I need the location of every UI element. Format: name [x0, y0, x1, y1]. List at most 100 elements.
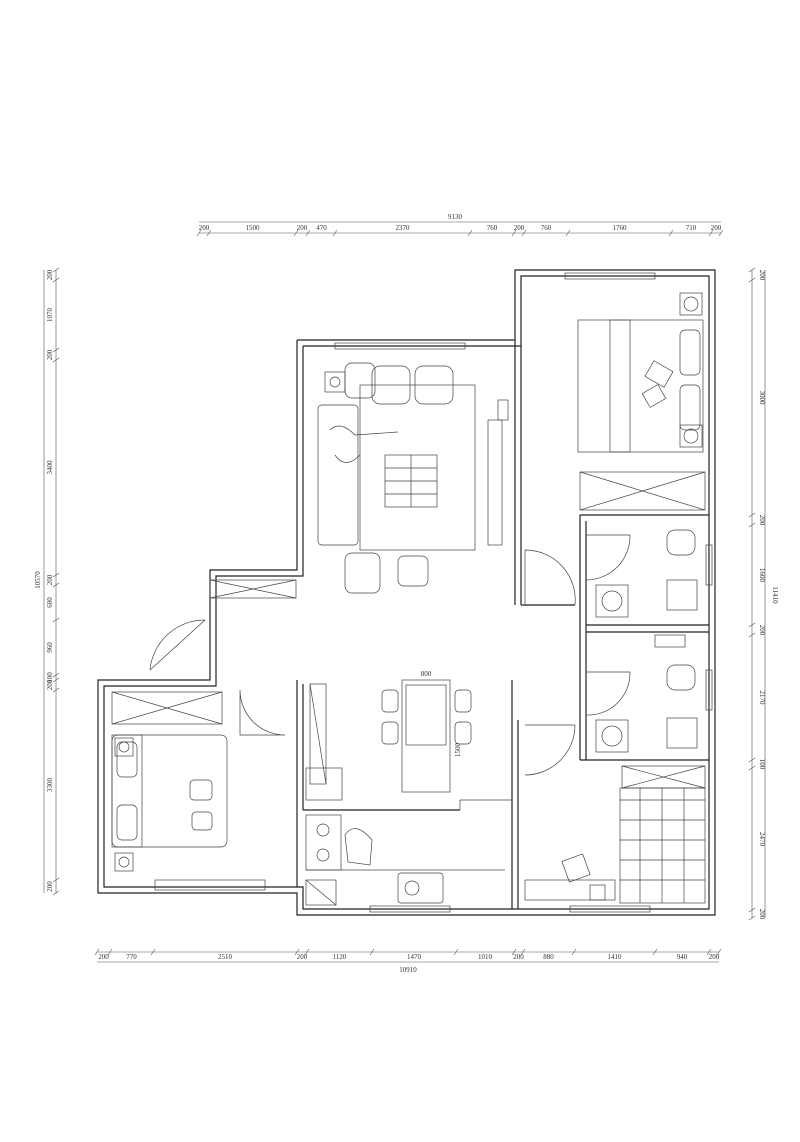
dim-tick	[718, 229, 724, 237]
doors	[149, 534, 631, 776]
dim-label: 3000	[758, 391, 766, 406]
dim-tick	[52, 617, 60, 623]
dim-tick	[369, 948, 375, 956]
dim-tick	[520, 948, 526, 956]
dim-tick	[571, 948, 577, 956]
dim-tick	[748, 765, 756, 771]
dim-tick	[304, 948, 310, 956]
dim-label: 200	[514, 224, 525, 232]
dim-label: 200	[46, 269, 54, 280]
dim-label: 200	[711, 224, 722, 232]
dim-tick	[511, 948, 517, 956]
dim-tick	[748, 915, 756, 921]
dim-label: 1600	[758, 568, 766, 583]
kitchen-furniture	[305, 767, 505, 906]
dim-tick	[521, 229, 527, 237]
dim-label: 680	[46, 597, 54, 608]
dim-tick	[748, 512, 756, 518]
dim-label: 940	[677, 953, 688, 961]
dim-label: 200	[297, 953, 308, 961]
dim-tick	[748, 622, 756, 628]
dim-label: 2510	[218, 953, 233, 961]
dim-label: 200	[199, 224, 210, 232]
dim-tick	[706, 948, 712, 956]
dim-label: 1500	[246, 224, 261, 232]
dim-label: 1070	[46, 308, 54, 323]
wardrobes	[111, 471, 706, 789]
master-bedroom-furniture	[577, 292, 704, 453]
dim-label: 200	[46, 881, 54, 892]
bottom-overall-dim: 10910	[399, 966, 417, 974]
right-dimensions: 11410 200 3000 200 1600 200 2170 100 2470 200	[748, 267, 779, 921]
dim-label: 2170	[758, 691, 766, 706]
dim-label: 100	[758, 759, 766, 770]
left-overall-dim: 10570	[34, 571, 42, 589]
dim-label: 200	[513, 953, 524, 961]
dim-tick	[52, 672, 60, 678]
right-overall-dim: 11410	[771, 586, 779, 604]
dim-tick	[107, 948, 113, 956]
dim-tick	[565, 229, 571, 237]
dim-label: 760	[541, 224, 552, 232]
dim-tick	[748, 277, 756, 283]
dining-width-label: 800	[421, 670, 432, 678]
dim-tick	[467, 229, 473, 237]
dim-tick	[52, 582, 60, 588]
left-dimensions: 10570 2001070200340020068096010020033002…	[34, 267, 60, 896]
dim-tick	[52, 890, 60, 896]
dim-tick	[52, 677, 60, 683]
dim-label: 200	[709, 953, 720, 961]
interior-walls	[296, 340, 709, 909]
dim-label: 710	[686, 224, 697, 232]
dim-tick	[716, 948, 722, 956]
dim-label: 200	[758, 515, 766, 526]
windows	[154, 272, 713, 913]
dim-label: 200	[46, 574, 54, 585]
dim-tick	[652, 948, 658, 956]
dim-tick	[748, 907, 756, 913]
dim-tick	[52, 357, 60, 363]
dim-label: 2470	[758, 832, 766, 847]
dining-depth-label: 1500	[454, 743, 462, 758]
dim-label: 1760	[613, 224, 628, 232]
dim-label: 2370	[396, 224, 411, 232]
dim-tick	[52, 277, 60, 283]
dim-label: 3300	[46, 778, 54, 793]
dining-furniture	[381, 679, 512, 810]
dim-label: 200	[758, 270, 766, 281]
living-room-furniture	[317, 362, 509, 594]
dim-label: 1010	[478, 953, 493, 961]
dim-tick	[748, 632, 756, 638]
dim-label: 470	[316, 224, 327, 232]
dim-tick	[748, 757, 756, 763]
dim-tick	[332, 229, 338, 237]
dim-tick	[206, 229, 212, 237]
dim-tick	[293, 229, 299, 237]
dim-label: 200	[758, 909, 766, 920]
dim-label: 1120	[333, 953, 347, 961]
dim-label: 200	[98, 953, 109, 961]
dim-tick	[150, 948, 156, 956]
top-overall-dim: 9130	[448, 213, 463, 221]
dim-tick	[52, 687, 60, 693]
dim-tick	[52, 877, 60, 883]
bathroom-fixtures	[595, 529, 698, 753]
dim-label: 3400	[46, 460, 54, 475]
dim-label: 1470	[407, 953, 422, 961]
dim-tick	[453, 948, 459, 956]
dim-label: 880	[543, 953, 554, 961]
dim-tick	[708, 229, 714, 237]
dim-tick	[748, 522, 756, 528]
dim-tick	[748, 267, 756, 273]
dim-tick	[511, 229, 517, 237]
dim-tick	[52, 347, 60, 353]
dim-tick	[196, 229, 202, 237]
dim-label: 760	[487, 224, 498, 232]
study-furniture	[524, 787, 706, 904]
dim-label: 200	[758, 625, 766, 636]
outer-walls	[97, 269, 716, 916]
dim-label: 770	[126, 953, 137, 961]
